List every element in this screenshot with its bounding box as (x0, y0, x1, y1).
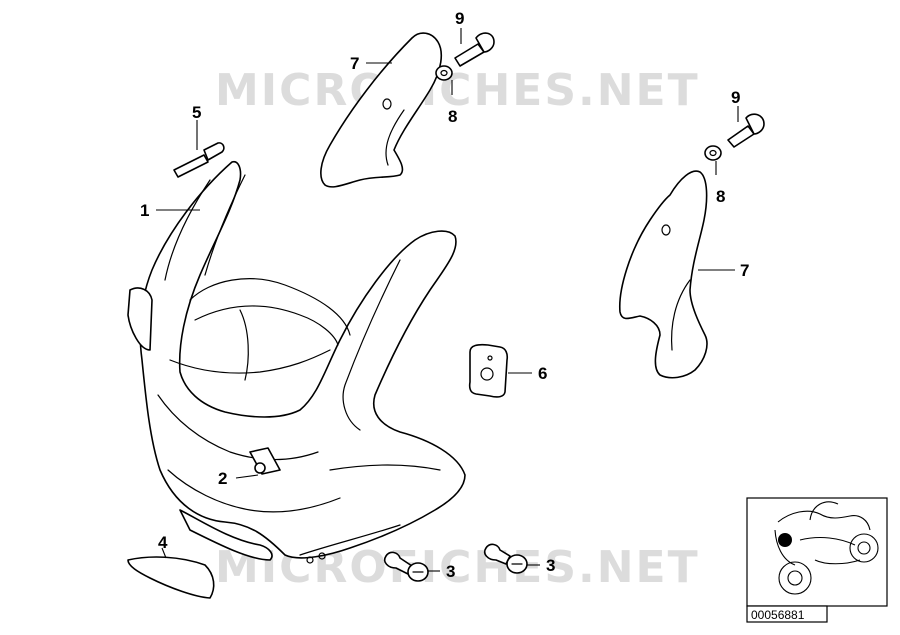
callout-7b: 7 (740, 261, 749, 280)
screw-part-5 (173, 120, 225, 178)
callout-2: 2 (218, 469, 227, 488)
callout-9a: 9 (455, 9, 464, 28)
lower-trim (127, 547, 215, 599)
bolt-upper (454, 28, 495, 67)
callout-6: 6 (538, 364, 547, 383)
callout-4: 4 (158, 533, 168, 552)
washer-upper (435, 65, 453, 95)
bracket-upper (320, 32, 443, 188)
motorcycle-thumbnail (774, 501, 879, 595)
bracket-right (619, 170, 735, 379)
washer-right (704, 145, 722, 175)
pad-part-6 (468, 343, 532, 398)
bolt-right (727, 106, 765, 148)
callout-8a: 8 (448, 107, 457, 126)
callout-3b: 3 (546, 556, 555, 575)
clip-nut (235, 447, 281, 479)
callout-1: 1 (140, 201, 149, 220)
screw-lower-right (483, 543, 540, 574)
watermark-top: MICROFICHES.NET (215, 65, 700, 116)
callout-3a: 3 (446, 562, 455, 581)
callout-9b: 9 (731, 88, 740, 107)
diagram-number: 00056881 (751, 608, 805, 622)
location-marker (778, 533, 792, 547)
reference-box: 00056881 (746, 497, 888, 623)
callout-7a: 7 (350, 54, 359, 73)
front-fairing (127, 160, 466, 564)
reference-frame (746, 497, 888, 607)
screw-lower-left (383, 551, 440, 582)
callout-8b: 8 (716, 187, 725, 206)
callout-5: 5 (192, 103, 201, 122)
reference-number-box (746, 605, 828, 623)
